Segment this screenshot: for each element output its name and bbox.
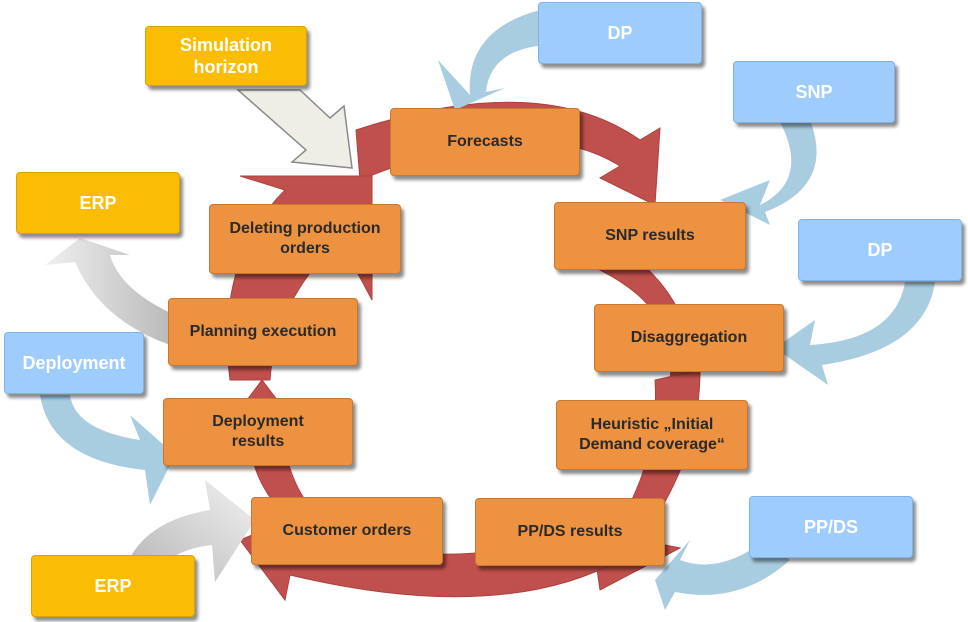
source-erp-bottom: ERP [31,555,195,617]
step-forecasts: Forecasts [390,108,580,176]
dp-top-arrow [438,10,545,110]
step-disaggregation: Disaggregation [594,304,784,372]
deployment-arrow [40,395,175,505]
module-dp-right: DP [798,219,962,281]
dp-right-arrow [775,282,935,385]
module-ppds: PP/DS [749,496,913,558]
step-snp-results: SNP results [554,202,746,270]
simulation-horizon-arrow [236,89,353,169]
step-ppds-results: PP/DS results [475,498,665,566]
step-planning-execution: Planning execution [168,298,358,366]
step-customer-orders: Customer orders [251,497,443,565]
step-deployment-results: Deployment results [163,398,353,466]
erp-left-arrow [45,238,175,345]
module-deployment: Deployment [4,332,144,394]
source-erp-left: ERP [16,172,180,234]
step-heuristic-initial-demand-coverage: Heuristic „Initial Demand coverage“ [556,400,748,470]
snp-arrow [720,120,817,225]
module-dp-top: DP [538,2,702,64]
source-simulation-horizon: Simulation horizon [145,26,307,86]
module-snp: SNP [733,61,895,123]
step-deleting-production-orders: Deleting production orders [209,204,401,274]
